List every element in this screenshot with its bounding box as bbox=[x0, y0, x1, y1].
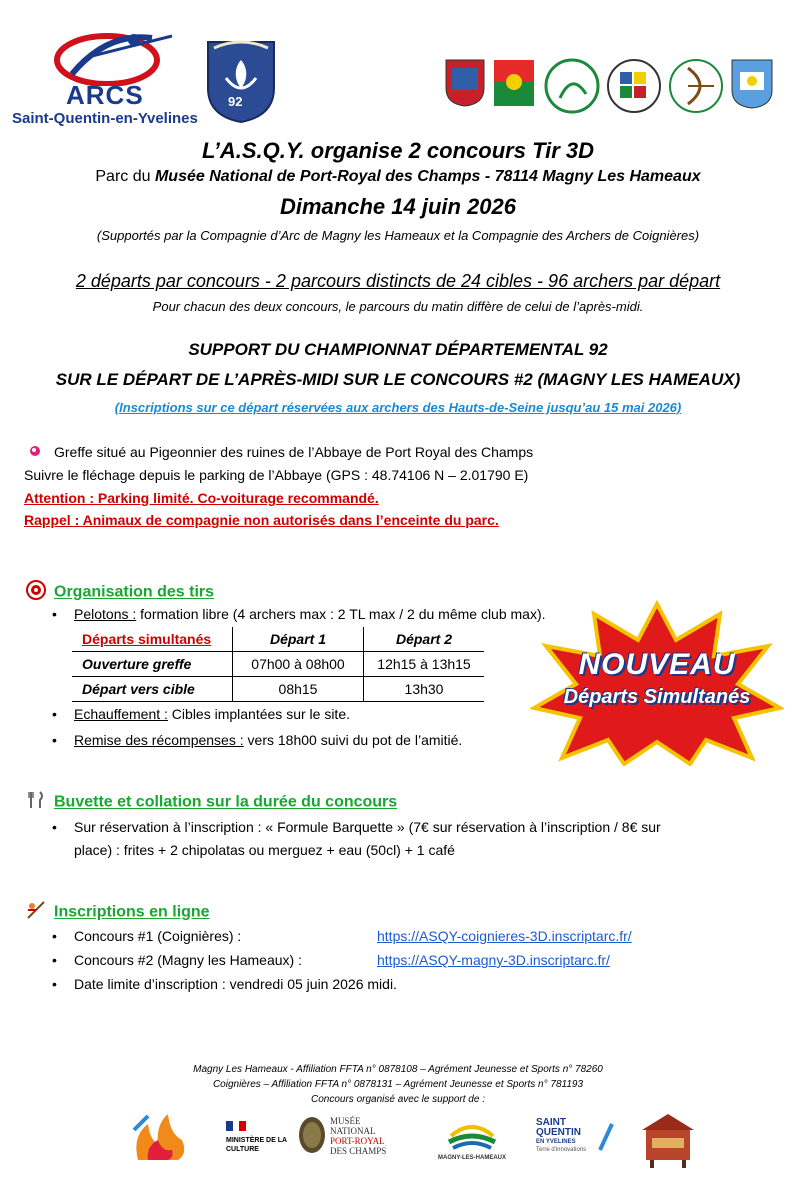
table-cell: 13h30 bbox=[363, 676, 484, 702]
table-header-cell: Départs simultanés bbox=[72, 627, 233, 652]
archers-guyancourt-icon bbox=[544, 58, 600, 114]
echauffement-text: Cibles implantées sur le site. bbox=[167, 706, 350, 722]
greffe-location: Greffe situé au Pigeonnier des ruines de… bbox=[54, 444, 534, 460]
compagnie-trappes-icon bbox=[669, 59, 723, 113]
table-cell: Ouverture greffe bbox=[72, 651, 233, 677]
table-header-row: Départs simultanés Départ 1 Départ 2 bbox=[72, 627, 484, 652]
sqy-line-3: EN YVELINES bbox=[536, 1139, 576, 1145]
organisation-heading: Organisation des tirs bbox=[26, 580, 214, 605]
concours-2-label: Concours #2 (Magny les Hameaux) : bbox=[74, 952, 302, 968]
parking-warning: Attention : Parking limité. Co-voiturage… bbox=[24, 490, 379, 506]
footer-line-2: Coignières – Affiliation FFTA n° 0878131… bbox=[212, 1079, 584, 1090]
flame-logo bbox=[128, 1110, 192, 1169]
footer-line-3: Concours organisé avec le support de : bbox=[311, 1094, 485, 1105]
bullet-dot: • bbox=[52, 819, 57, 835]
concours-1-label: Concours #1 (Coignières) : bbox=[74, 928, 242, 944]
magny-emblem-icon bbox=[447, 1125, 497, 1150]
cutlery-icon bbox=[26, 790, 48, 815]
musee-line-2: NATIONAL bbox=[330, 1126, 376, 1136]
concours-2-link[interactable]: https://ASQY-magny-3D.inscriptarc.fr/ bbox=[377, 952, 610, 968]
french-flag-icon bbox=[226, 1121, 246, 1131]
club-shield-6-icon bbox=[731, 59, 773, 109]
bullet-dot: • bbox=[52, 952, 57, 968]
table-header-cell: Départ 1 bbox=[232, 627, 364, 652]
sqy-logo: SAINT QUENTIN EN YVELINES Terre d'innova… bbox=[536, 1118, 616, 1154]
inscriptions-heading: Inscriptions en ligne bbox=[26, 900, 210, 925]
remise-text: vers 18h00 suivi du pot de l’amitié. bbox=[243, 732, 463, 748]
pelotons-text: formation libre (4 archers max : 2 TL ma… bbox=[136, 606, 546, 622]
event-date: Dimanche 14 juin 2026 bbox=[280, 194, 516, 219]
club-shield-1-icon bbox=[445, 59, 485, 107]
archer-icon bbox=[26, 900, 48, 925]
championship-line-2: SUR LE DÉPART DE L’APRÈS-MIDI SUR LE CON… bbox=[55, 370, 741, 389]
archers-house-logo bbox=[640, 1112, 696, 1175]
bullet-dot: • bbox=[52, 928, 57, 944]
table-cell: 12h15 à 13h15 bbox=[363, 651, 484, 677]
ministere-logo: MINISTÈRE DE LA CULTURE bbox=[226, 1118, 288, 1154]
ministere-text: MINISTÈRE DE LA CULTURE bbox=[226, 1137, 287, 1153]
archer-emblem-icon bbox=[54, 33, 173, 86]
badge-line-2: Départs Simultanés bbox=[563, 686, 751, 708]
table-cell: Départ vers cible bbox=[72, 676, 233, 702]
bullet-dot: • bbox=[52, 606, 57, 622]
magny-logo-text: MAGNY-LES-HAMEAUX bbox=[437, 1155, 506, 1161]
table-cell: 08h15 bbox=[232, 676, 364, 702]
inscriptions-heading-text: Inscriptions en ligne bbox=[54, 903, 210, 921]
departs-summary: 2 départs par concours - 2 parcours dist… bbox=[75, 271, 721, 291]
bullet-dot: • bbox=[52, 732, 57, 748]
sqy-line-2: QUENTIN bbox=[536, 1127, 581, 1138]
crest-number: 92 bbox=[228, 94, 243, 109]
organisation-heading-text: Organisation des tirs bbox=[54, 583, 215, 601]
flechage-directions: Suivre le fléchage depuis le parking de … bbox=[24, 467, 529, 483]
championship-note: (Inscriptions sur ce départ réservées au… bbox=[114, 400, 682, 415]
table-cell: 07h00 à 08h00 bbox=[232, 651, 364, 677]
table-header-cell: Départ 2 bbox=[363, 627, 484, 652]
schedule-table: Départs simultanés Départ 1 Départ 2 Ouv… bbox=[72, 627, 484, 702]
buvette-heading: Buvette et collation sur la durée du con… bbox=[26, 790, 397, 815]
remise-label: Remise des récompenses : bbox=[74, 732, 244, 748]
sqy-line-1: SAINT bbox=[536, 1117, 566, 1128]
crest-92-logo: 92 bbox=[204, 38, 278, 124]
championship-line-1: SUPPORT DU CHAMPIONNAT DÉPARTEMENTAL 92 bbox=[188, 340, 608, 359]
musee-logo: MUSÉE NATIONAL PORT-ROYAL DES CHAMPS bbox=[298, 1116, 386, 1156]
musee-line-3: PORT-ROYAL bbox=[330, 1136, 385, 1146]
sqy-line-4: Terre d'innovations bbox=[536, 1147, 587, 1153]
table-row: Ouverture greffe 07h00 à 08h00 12h15 à 1… bbox=[72, 651, 484, 677]
archers-house-icon bbox=[642, 1114, 694, 1168]
musee-line-4: DES CHAMPS bbox=[330, 1146, 387, 1156]
flame-icon bbox=[132, 1114, 185, 1160]
pelotons-label: Pelotons : bbox=[74, 606, 137, 622]
bullet-dot: • bbox=[52, 706, 57, 722]
subtitle-prefix: Parc du bbox=[95, 168, 155, 185]
footer-line-1: Magny Les Hameaux - Affiliation FFTA n° … bbox=[193, 1064, 603, 1075]
echauffement-label: Echauffement : bbox=[74, 706, 168, 722]
departs-note: Pour chacun des deux concours, le parcou… bbox=[152, 299, 644, 314]
arcs-brand: ARCS bbox=[66, 80, 144, 110]
magny-logo: MAGNY-LES-HAMEAUX bbox=[432, 1114, 512, 1161]
table-row: Départ vers cible 08h15 13h30 bbox=[72, 676, 484, 702]
buvette-line-1: Sur réservation à l’inscription : « Form… bbox=[74, 819, 661, 835]
buvette-line-2: place) : frites + 2 chipolatas ou mergue… bbox=[74, 842, 455, 858]
arcs-subtitle: Saint-Quentin-en-Yvelines bbox=[12, 110, 198, 127]
deadline-text: Date limite d’inscription : vendredi 05 … bbox=[74, 976, 397, 992]
musee-medallion-icon bbox=[299, 1117, 325, 1153]
club-shield-2-icon bbox=[494, 60, 534, 106]
location-pin-icon bbox=[30, 446, 40, 456]
pets-reminder: Rappel : Animaux de compagnie non autori… bbox=[24, 512, 499, 528]
compagnie-magny-icon bbox=[607, 59, 661, 113]
sqy-swoosh-icon bbox=[598, 1123, 614, 1151]
support-text: (Supportés par la Compagnie d’Arc de Mag… bbox=[96, 228, 700, 243]
musee-line-1: MUSÉE bbox=[330, 1116, 361, 1126]
arcs-logo: ARCS Saint-Quentin-en-Yvelines bbox=[12, 26, 198, 130]
concours-1-link[interactable]: https://ASQY-coignieres-3D.inscriptarc.f… bbox=[377, 928, 632, 944]
starburst-icon bbox=[530, 600, 784, 766]
buvette-heading-text: Buvette et collation sur la durée du con… bbox=[54, 793, 398, 811]
subtitle-location: Musée National de Port-Royal des Champs … bbox=[154, 168, 701, 185]
badge-line-1: NOUVEAU bbox=[578, 648, 736, 681]
target-icon bbox=[26, 580, 48, 605]
bullet-dot: • bbox=[52, 976, 57, 992]
nouveau-badge: NOUVEAU Départs Simultanés bbox=[530, 600, 784, 766]
page-subtitle: Parc du Musée National de Port-Royal des… bbox=[0, 168, 796, 186]
page-title: L’A.S.Q.Y. organise 2 concours Tir 3D bbox=[201, 138, 595, 163]
